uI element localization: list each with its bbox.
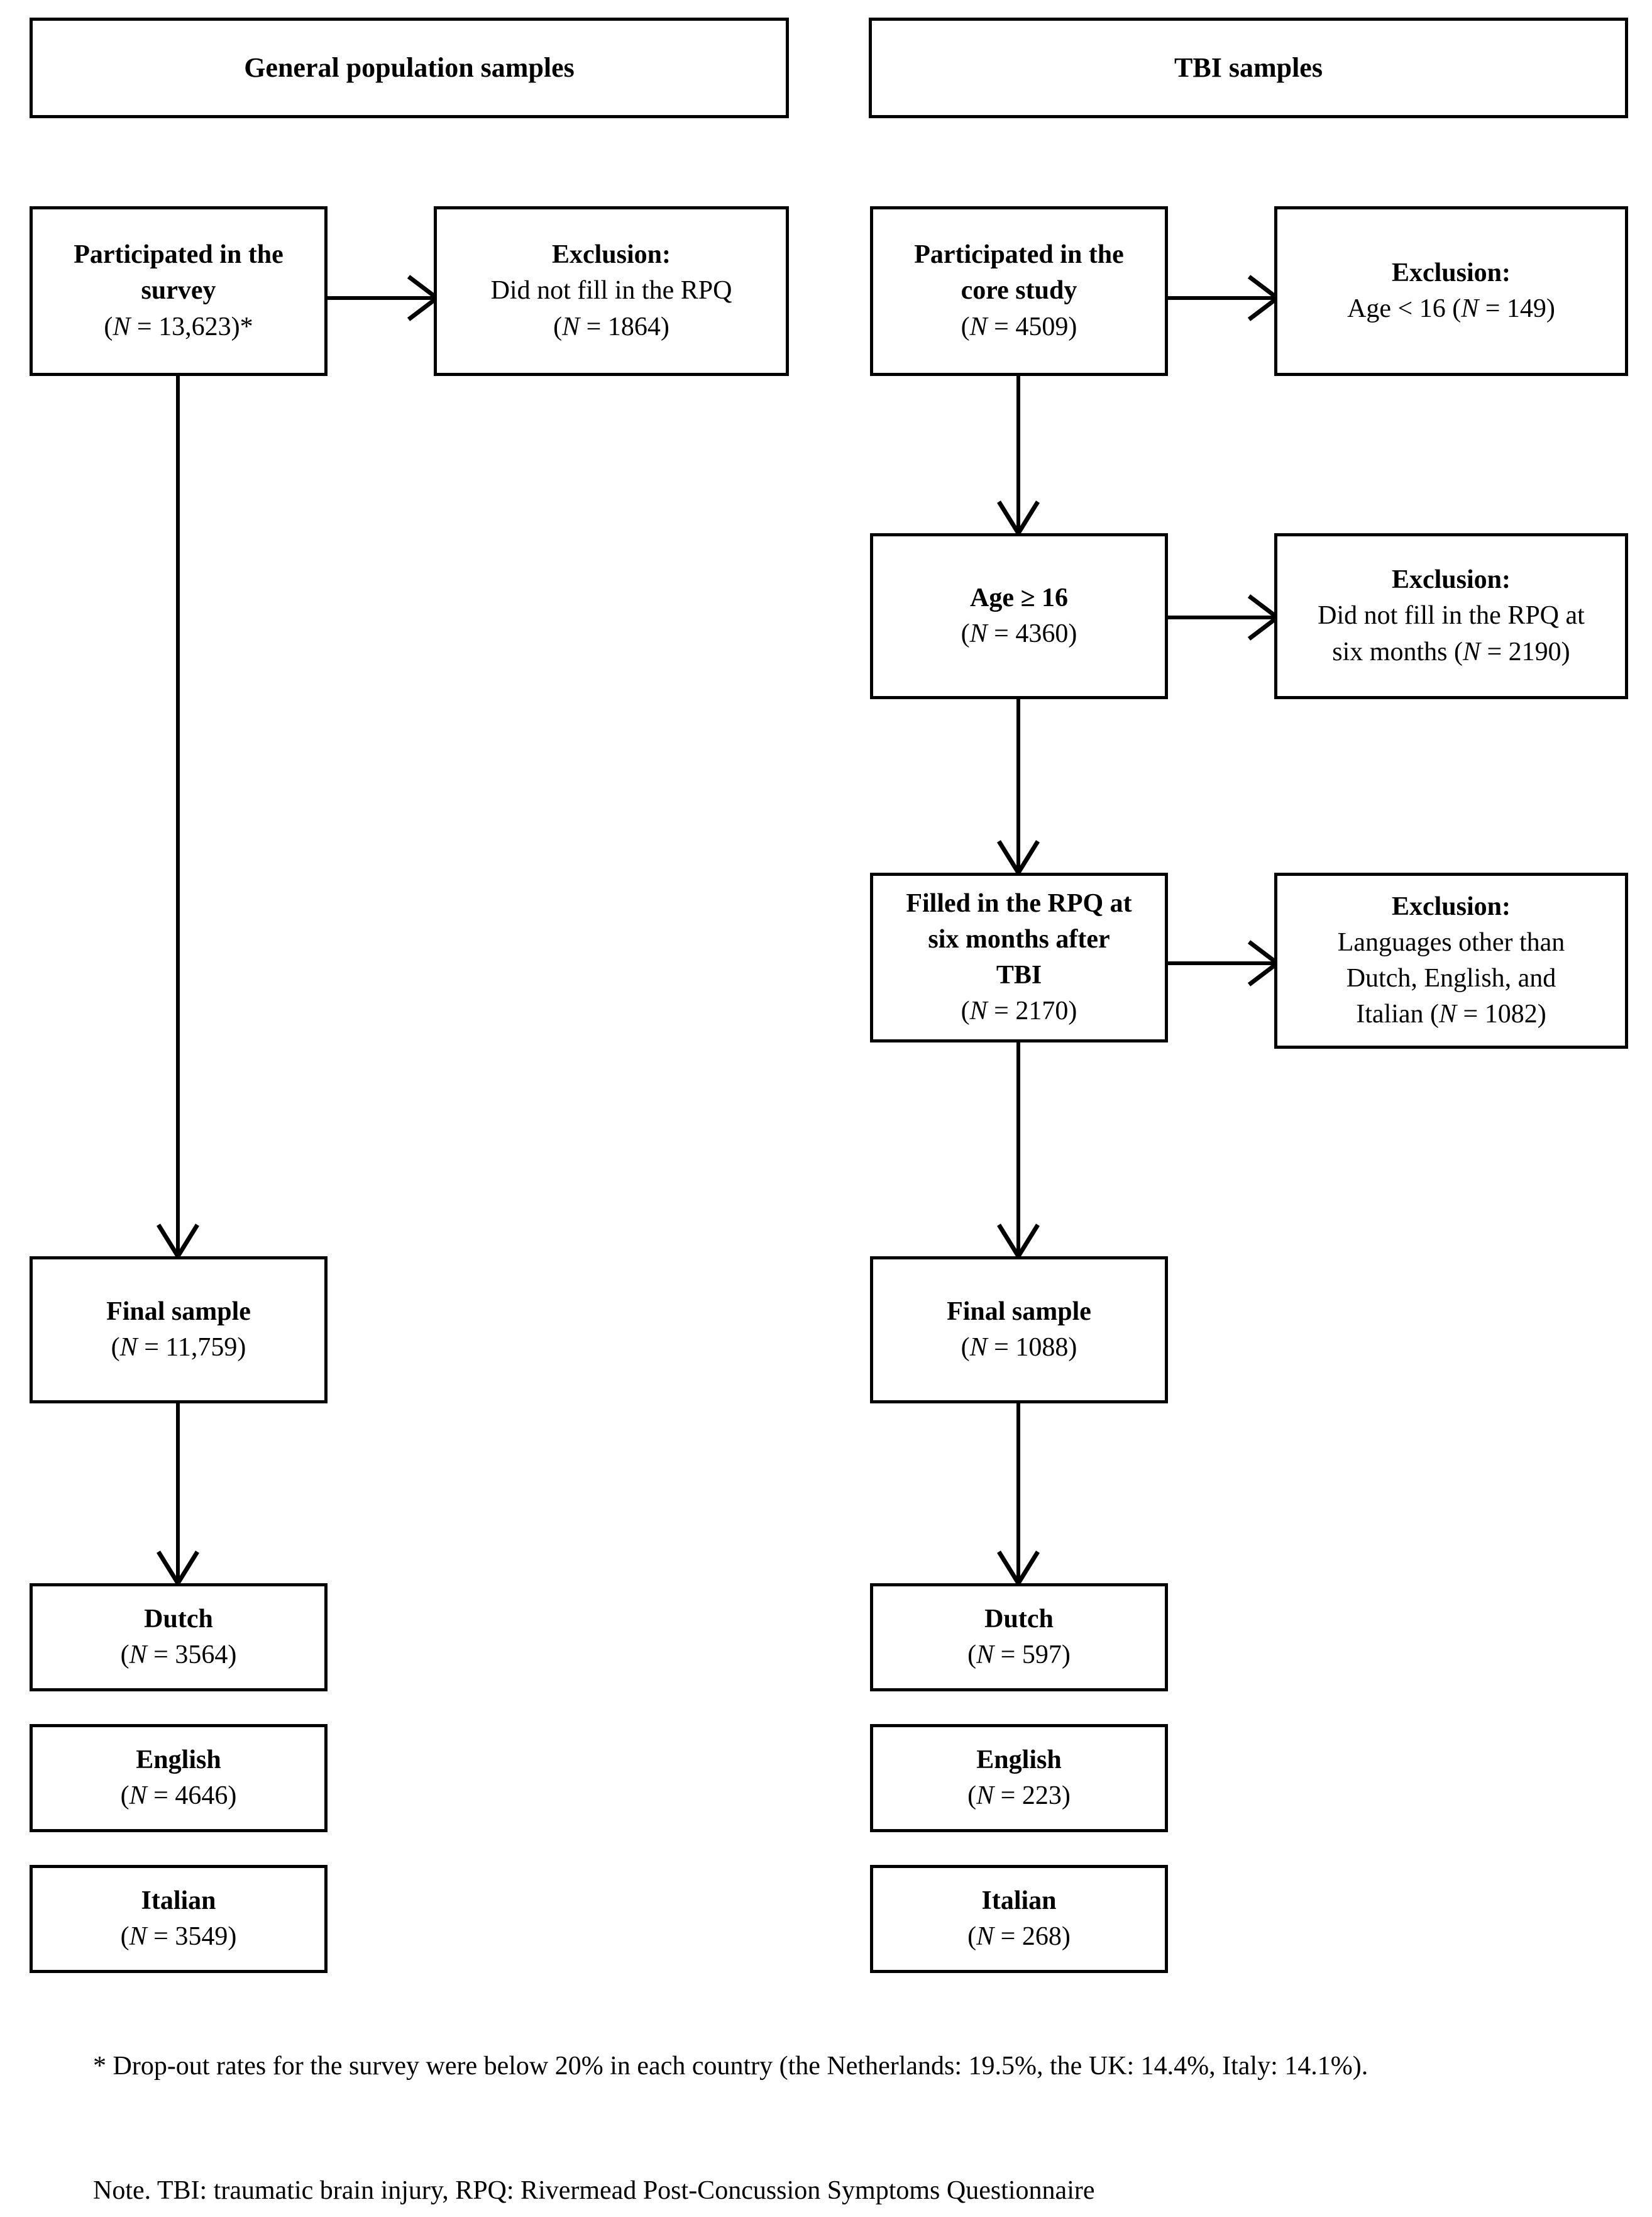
node-tbi-final-sample-label: Final sample [947, 1296, 1091, 1326]
node-tbi-participated: Participated in the core study (N = 4509… [870, 206, 1168, 376]
node-gp-italian-count: (N = 3549) [120, 1922, 237, 1951]
node-tbi-age-16-count: (N = 4360) [961, 619, 1077, 648]
node-tbi-italian: Italian (N = 268) [870, 1865, 1168, 1973]
node-tbi-exclusion-rpq-count: six months (N = 2190) [1332, 637, 1570, 666]
node-tbi-filled-rpq-line-3: TBI [996, 961, 1042, 990]
node-tbi-final-sample: Final sample (N = 1088) [870, 1256, 1168, 1403]
footnote-abbreviations: Note. TBI: traumatic brain injury, RPQ: … [93, 2176, 1095, 2205]
column-header-tbi-label: TBI samples [1174, 52, 1323, 84]
node-tbi-participated-count: (N = 4509) [961, 312, 1077, 341]
node-gp-participated-count: (N = 13,623)* [104, 312, 253, 341]
node-gp-final-sample-label: Final sample [106, 1296, 251, 1326]
node-gp-italian: Italian (N = 3549) [30, 1865, 328, 1973]
node-gp-exclusion: Exclusion: Did not fill in the RPQ (N = … [434, 206, 789, 376]
node-gp-italian-label: Italian [141, 1886, 216, 1915]
node-gp-exclusion-line-1: Did not fill in the RPQ [490, 276, 732, 306]
node-gp-exclusion-count: (N = 1864) [553, 312, 669, 341]
node-tbi-participated-line-2: core study [961, 276, 1077, 306]
node-tbi-exclusion-age-count: Age < 16 (N = 149) [1347, 294, 1555, 323]
node-tbi-italian-count: (N = 268) [967, 1922, 1071, 1951]
node-tbi-age-16-label: Age ≥ 16 [969, 583, 1069, 612]
node-tbi-filled-rpq-line-2: six months after [928, 924, 1110, 954]
node-gp-final-sample: Final sample (N = 11,759) [30, 1256, 328, 1403]
node-gp-dutch-count: (N = 3564) [120, 1640, 237, 1669]
node-tbi-english-count: (N = 223) [967, 1781, 1071, 1810]
column-header-tbi: TBI samples [869, 18, 1628, 118]
node-tbi-age-16: Age ≥ 16 (N = 4360) [870, 533, 1168, 699]
node-tbi-dutch-count: (N = 597) [967, 1640, 1071, 1669]
node-gp-participated-line-1: Participated in the [74, 240, 284, 270]
node-tbi-english: English (N = 223) [870, 1724, 1168, 1832]
node-tbi-final-sample-count: (N = 1088) [961, 1333, 1077, 1362]
node-tbi-dutch: Dutch (N = 597) [870, 1583, 1168, 1691]
node-tbi-exclusion-language-line-2: Dutch, English, and [1346, 964, 1556, 993]
node-tbi-exclusion-language: Exclusion: Languages other than Dutch, E… [1274, 873, 1628, 1049]
node-gp-dutch: Dutch (N = 3564) [30, 1583, 328, 1691]
node-tbi-filled-rpq-line-1: Filled in the RPQ at [906, 888, 1132, 918]
node-tbi-english-label: English [976, 1745, 1062, 1774]
node-tbi-exclusion-rpq: Exclusion: Did not fill in the RPQ at si… [1274, 533, 1628, 699]
column-header-general-population: General population samples [30, 18, 789, 118]
node-gp-english-label: English [136, 1745, 221, 1774]
node-tbi-exclusion-age: Exclusion: Age < 16 (N = 149) [1274, 206, 1628, 376]
node-tbi-exclusion-language-title: Exclusion: [1391, 892, 1511, 921]
node-gp-exclusion-title: Exclusion: [551, 240, 671, 270]
node-gp-participated: Participated in the survey (N = 13,623)* [30, 206, 328, 376]
column-header-general-population-label: General population samples [244, 52, 575, 84]
node-tbi-dutch-label: Dutch [984, 1604, 1054, 1634]
node-gp-english: English (N = 4646) [30, 1724, 328, 1832]
node-tbi-filled-rpq: Filled in the RPQ at six months after TB… [870, 873, 1168, 1042]
footnote-dropout-rates: * Drop-out rates for the survey were bel… [93, 2052, 1368, 2081]
node-tbi-exclusion-age-title: Exclusion: [1391, 258, 1511, 287]
node-tbi-exclusion-rpq-line-1: Did not fill in the RPQ at [1318, 601, 1585, 631]
node-tbi-exclusion-language-count: Italian (N = 1082) [1356, 1000, 1546, 1029]
node-gp-english-count: (N = 4646) [120, 1781, 237, 1810]
node-tbi-italian-label: Italian [981, 1886, 1057, 1915]
node-gp-dutch-label: Dutch [144, 1604, 213, 1634]
node-tbi-exclusion-language-line-1: Languages other than [1337, 927, 1565, 957]
node-gp-final-sample-count: (N = 11,759) [111, 1333, 246, 1362]
node-tbi-exclusion-rpq-title: Exclusion: [1391, 565, 1511, 595]
node-tbi-participated-line-1: Participated in the [914, 240, 1124, 270]
node-gp-participated-line-2: survey [141, 276, 216, 306]
node-tbi-filled-rpq-count: (N = 2170) [961, 997, 1077, 1026]
